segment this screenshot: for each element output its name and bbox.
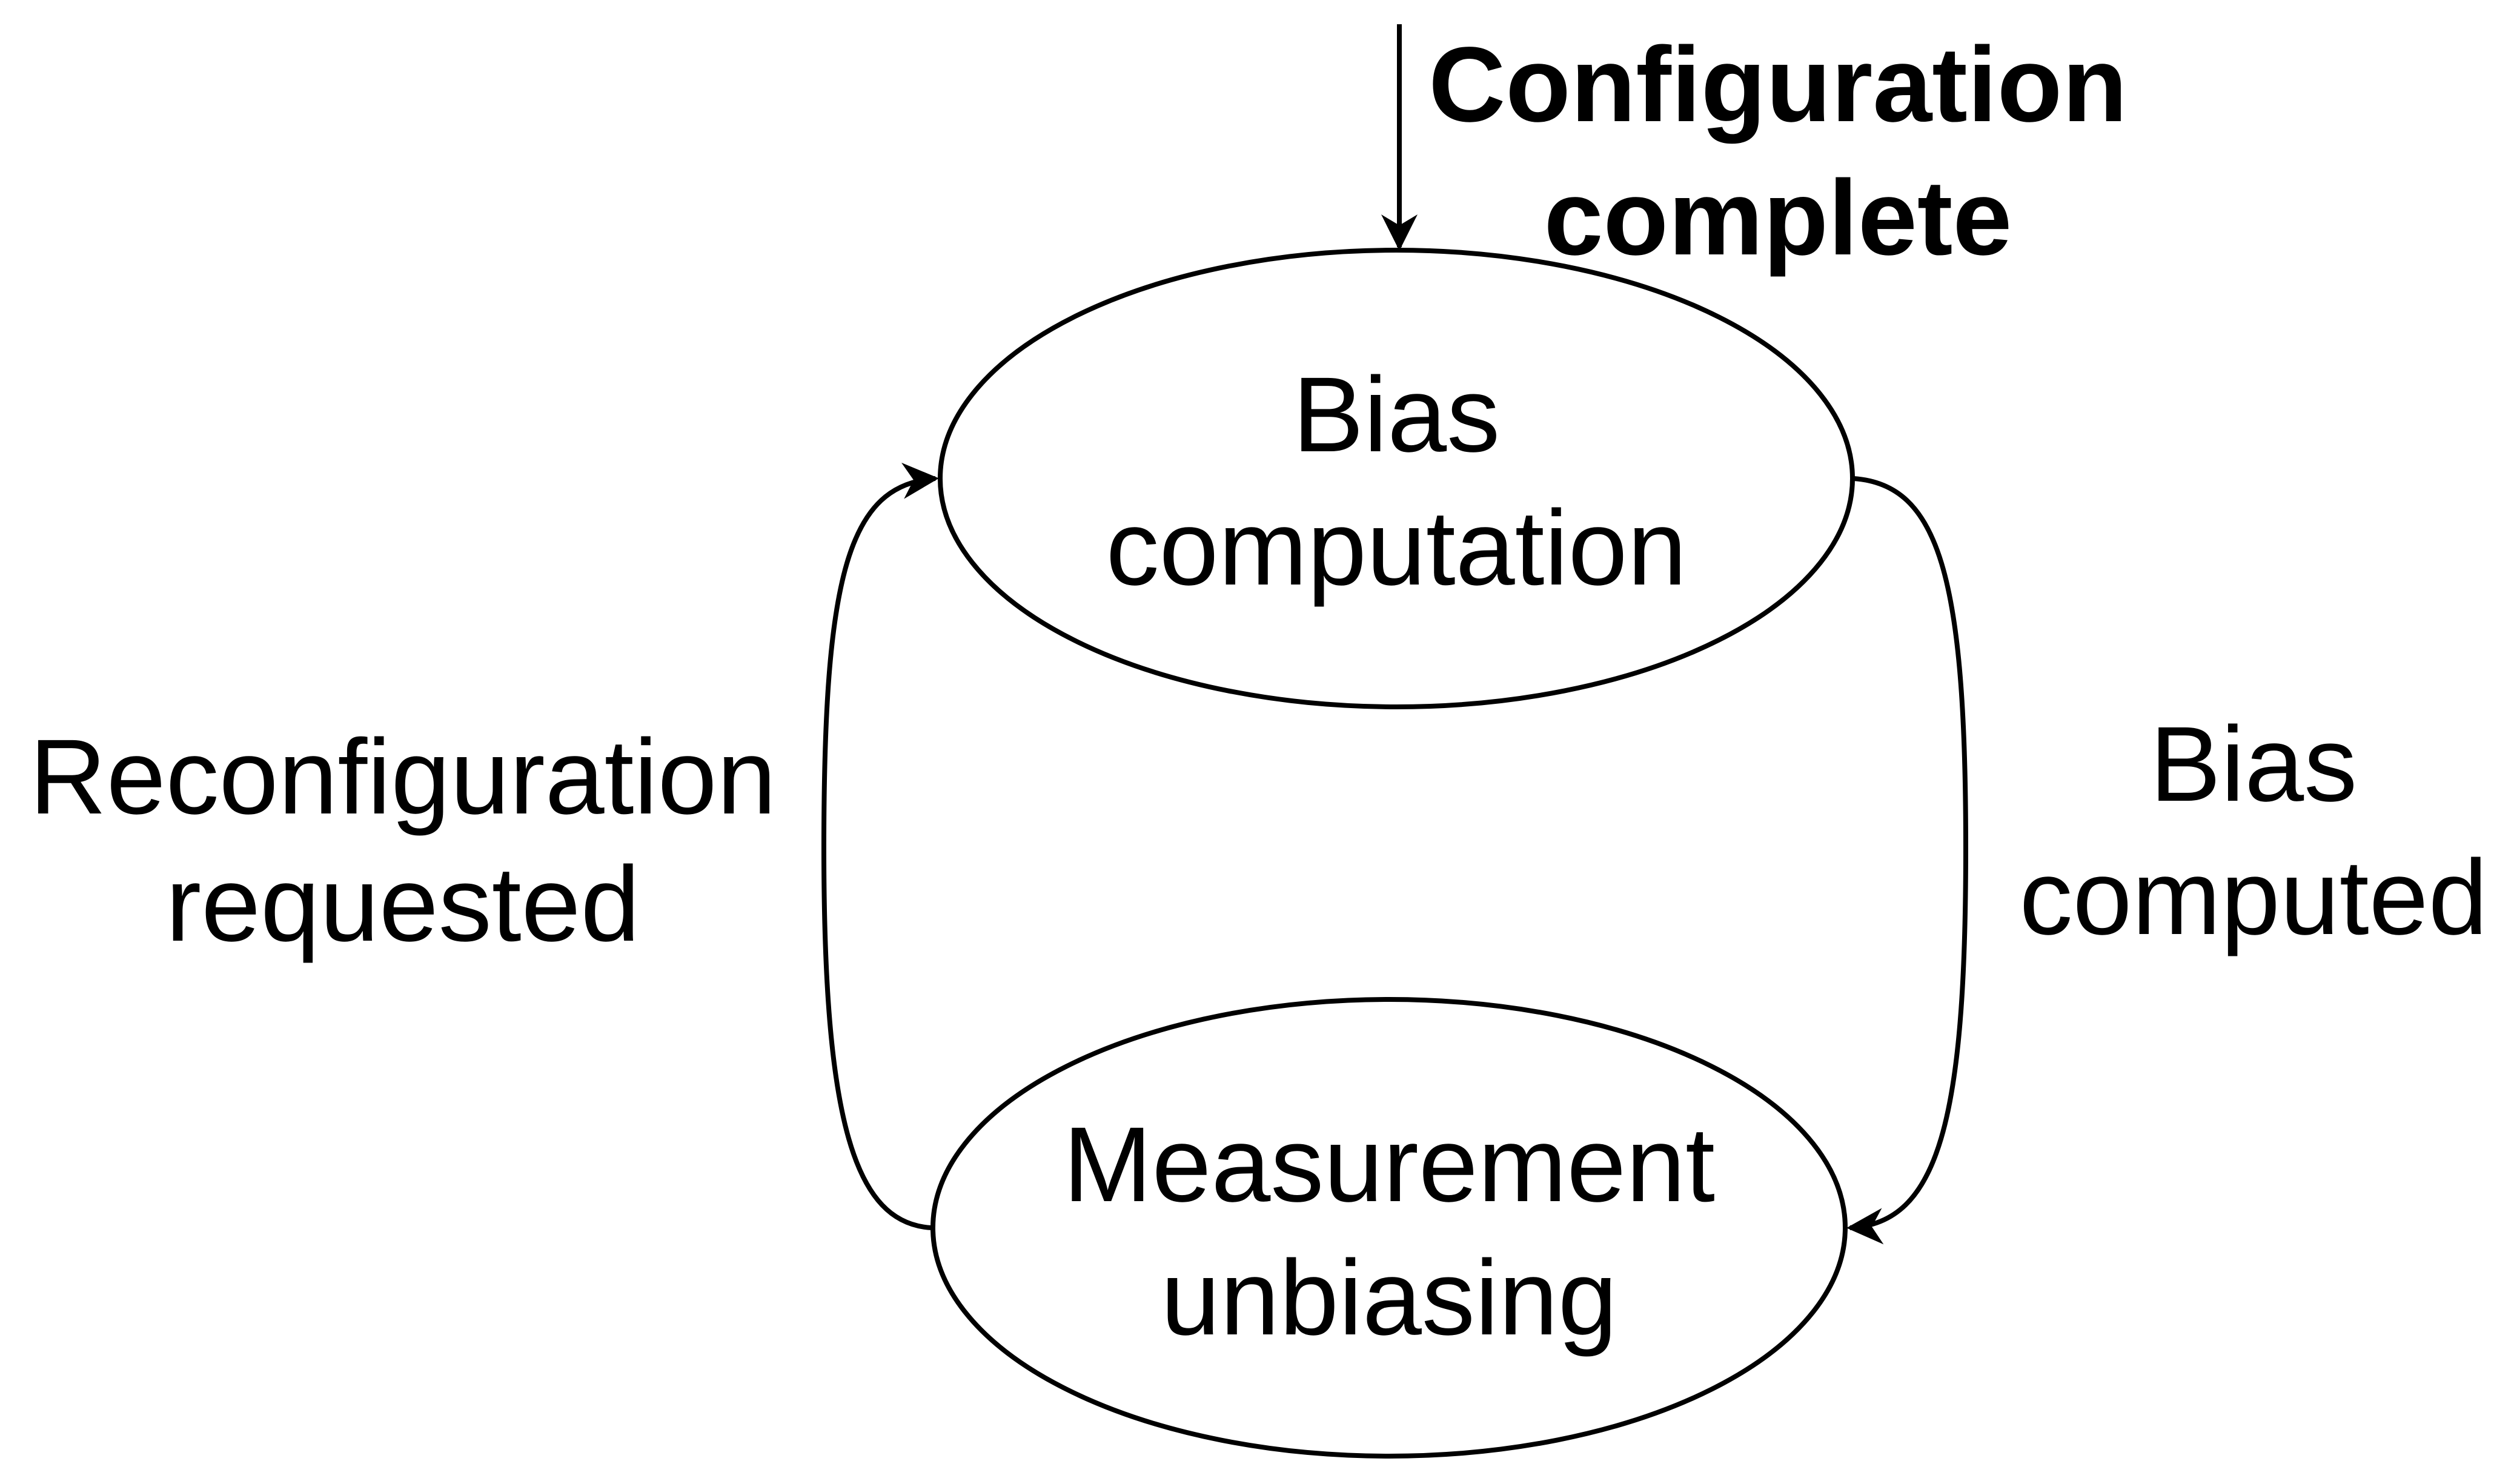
bias-computation-label-line2: computation [1106, 489, 1687, 608]
bias-computation-label-line1: Bias [1293, 356, 1500, 474]
measurement-unbiasing-label-line1: Measurement [1063, 1105, 1715, 1224]
bias-computed-label-line2: computed [2020, 838, 2488, 957]
state-bias-computation [938, 248, 1855, 709]
reconfiguration-requested-arrow [821, 462, 939, 1230]
reconfiguration-requested-label-line1: Reconfiguration [30, 718, 777, 836]
reconfiguration-requested-label-line2: requested [166, 845, 640, 964]
bias-computed-label-line1: Bias [2150, 705, 2357, 824]
configuration-complete-label-line2: complete [1544, 159, 2012, 277]
configuration-complete-label-line1: Configuration [1428, 25, 2128, 144]
measurement-unbiasing-label-line2: unbiasing [1161, 1239, 1617, 1357]
bias-computed-arrow [1846, 476, 1969, 1245]
state-measurement-unbiasing [930, 997, 1848, 1459]
